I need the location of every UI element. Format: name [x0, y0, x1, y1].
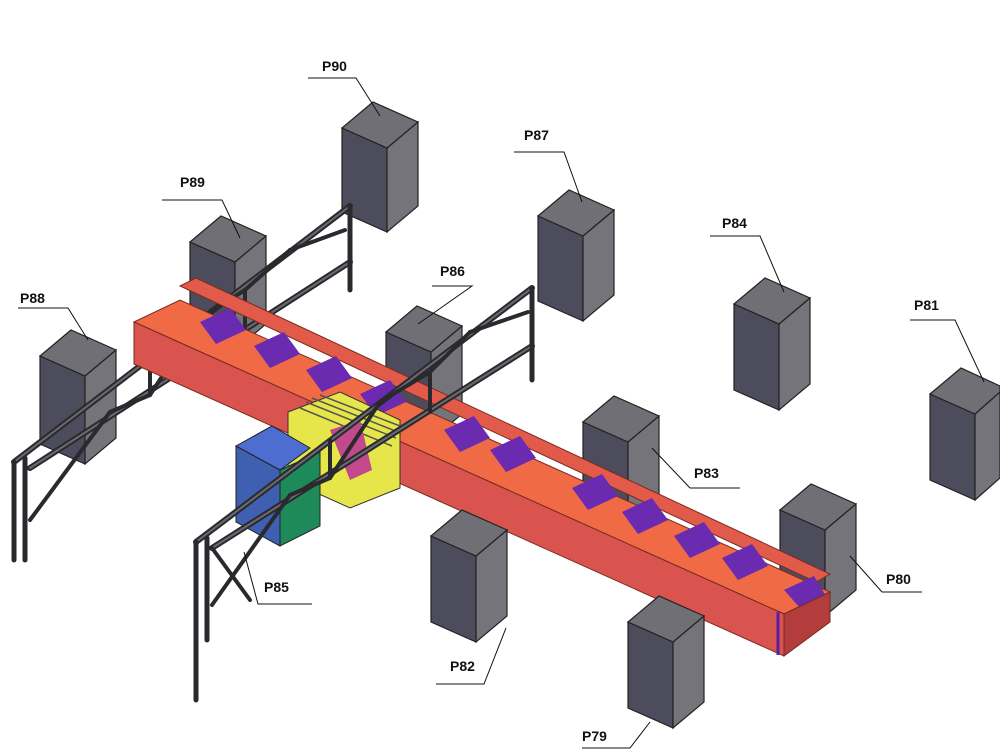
pier-p87: [536, 189, 616, 323]
label-p79: P79: [582, 728, 607, 744]
pier-p82: [429, 509, 509, 644]
gantry-frame-front: [193, 285, 535, 703]
leader-lines: [18, 77, 985, 749]
label-p86: P86: [440, 263, 465, 279]
label-p89: P89: [180, 174, 205, 190]
label-p88: P88: [20, 290, 45, 306]
label-p81: P81: [914, 297, 939, 313]
label-p83: P83: [694, 465, 719, 481]
pier-p81: [928, 367, 1000, 502]
steel-box-girder: [132, 277, 832, 657]
pier-p88: [38, 329, 118, 466]
label-p82: P82: [450, 658, 475, 674]
label-p87: P87: [524, 127, 549, 143]
label-p85: P85: [264, 579, 289, 595]
pier-p90: [340, 101, 420, 234]
pier-p84: [732, 277, 812, 412]
pier-p79: [626, 595, 706, 730]
label-p80: P80: [886, 571, 911, 587]
label-p90: P90: [322, 58, 347, 74]
label-p84: P84: [722, 215, 747, 231]
stiffener-cells: [200, 308, 826, 608]
